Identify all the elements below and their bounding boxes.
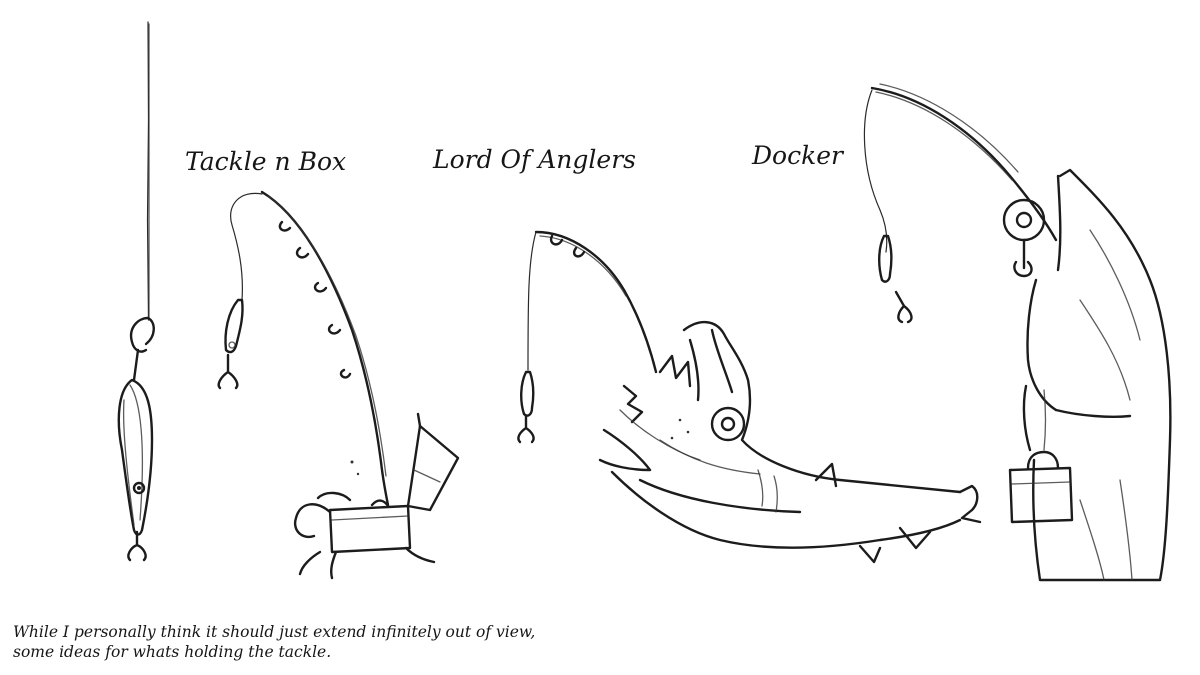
caption: While I personally think it should just … — [13, 622, 713, 662]
caption-line-1: While I personally think it should just … — [13, 623, 536, 641]
hanging-lure-icon — [117, 21, 155, 562]
angler-fish-creature-icon — [517, 230, 982, 564]
hooded-docker-figure-icon — [863, 83, 1172, 582]
caption-line-2: some ideas for whats holding the tackle. — [13, 643, 332, 661]
label-docker: Docker — [752, 141, 843, 170]
label-lord-of-anglers: Lord Of Anglers — [433, 145, 636, 174]
tackle-box-creature-icon — [217, 190, 460, 580]
label-tackle-n-box: Tackle n Box — [185, 147, 347, 176]
